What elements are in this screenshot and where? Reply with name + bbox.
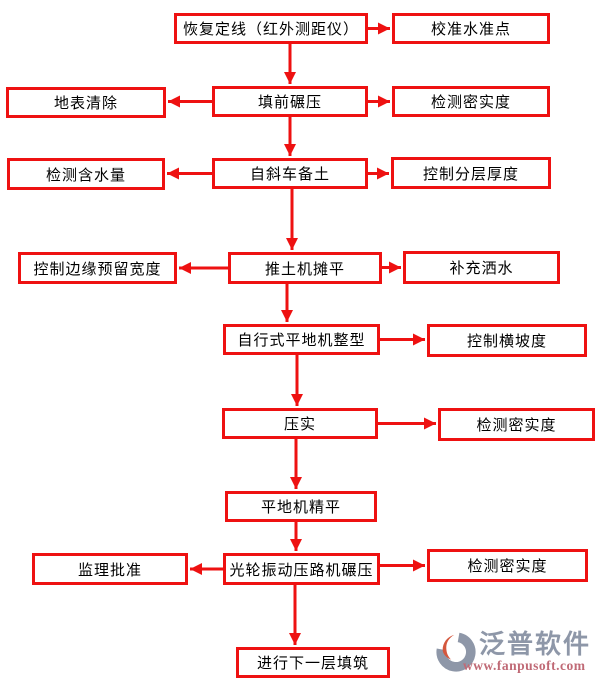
- node-moisture-check: 检测含水量: [7, 158, 165, 190]
- fanpu-watermark: 泛普软件 www.fanpusoft.com: [435, 631, 591, 673]
- node-edge-reserve-width-control: 控制边缘预留宽度: [18, 252, 177, 284]
- node-density-check-2: 检测密实度: [438, 408, 595, 441]
- node-restore-alignment: 恢复定线（红外测距仪）: [174, 13, 368, 44]
- node-next-layer-filling: 进行下一层填筑: [236, 647, 390, 678]
- node-pre-fill-rolling: 填前碾压: [212, 86, 368, 117]
- brand-name: 泛普软件: [479, 629, 592, 659]
- node-cross-slope-control: 控制横坡度: [427, 324, 587, 357]
- node-layer-thickness-control: 控制分层厚度: [391, 157, 551, 189]
- node-density-check-3: 检测密实度: [427, 549, 588, 582]
- node-supplemental-watering: 补充洒水: [403, 251, 560, 284]
- node-density-check-1: 检测密实度: [392, 86, 550, 117]
- brand-url: www.fanpusoft.com: [463, 658, 586, 673]
- node-surface-clearing: 地表清除: [6, 87, 166, 118]
- node-vibratory-roller-compaction: 光轮振动压路机碾压: [223, 553, 380, 585]
- node-compaction: 压实: [222, 408, 378, 439]
- node-calibrate-benchmark: 校准水准点: [392, 13, 550, 44]
- node-soil-delivery: 自斜车备土: [212, 158, 368, 189]
- node-bulldozer-spreading: 推土机摊平: [228, 252, 382, 284]
- fanpu-logo-icon: [436, 632, 476, 672]
- node-motor-grader-shaping: 自行式平地机整型: [223, 324, 380, 355]
- node-grader-fine-leveling: 平地机精平: [225, 491, 377, 522]
- watermark-text: 泛普软件 www.fanpusoft.com: [463, 629, 592, 673]
- node-supervisor-approval: 监理批准: [32, 553, 188, 585]
